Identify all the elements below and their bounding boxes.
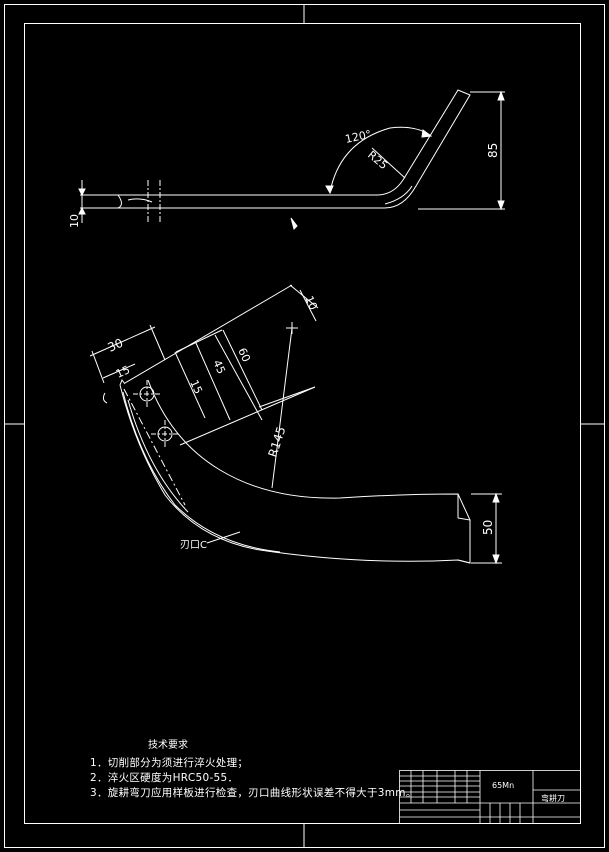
front-view xyxy=(89,284,502,565)
top-view xyxy=(78,89,505,230)
dim-45: 45 xyxy=(210,358,228,376)
title-block-part-name: 弯耕刀 xyxy=(541,793,565,803)
dim-30: 30 xyxy=(106,336,126,355)
dim-15b: 15 xyxy=(187,378,205,396)
dim-thickness-10: 10 xyxy=(68,214,81,228)
dim-50: 50 xyxy=(481,520,495,535)
dim-r145: R145 xyxy=(266,425,289,459)
dim-height-85: 85 xyxy=(486,143,500,158)
dim-bend-radius: R25 xyxy=(365,148,390,172)
dim-angle: 120° xyxy=(344,128,373,146)
notes-line-1: 1．切削部分为须进行淬火处理； xyxy=(90,757,249,769)
title-block-material: 65Mn xyxy=(492,781,514,790)
notes-line-3: 3．旋耕弯刀应用样板进行检查，刃口曲线形状误差不得大于3mm。 xyxy=(90,787,417,799)
sheet-frame xyxy=(4,4,605,848)
title-block xyxy=(399,770,581,824)
notes-title: 技术要求 xyxy=(148,740,188,751)
dim-10: 10 xyxy=(302,294,320,312)
technical-notes: 技术要求 1．切削部分为须进行淬火处理； 2．淬火区硬度为HRC50-55． 3… xyxy=(90,736,417,801)
dim-15a: 15 xyxy=(114,363,132,381)
dim-60: 60 xyxy=(235,346,253,364)
edge-label: 刃口C xyxy=(180,540,207,551)
notes-line-2: 2．淬火区硬度为HRC50-55． xyxy=(90,772,239,784)
